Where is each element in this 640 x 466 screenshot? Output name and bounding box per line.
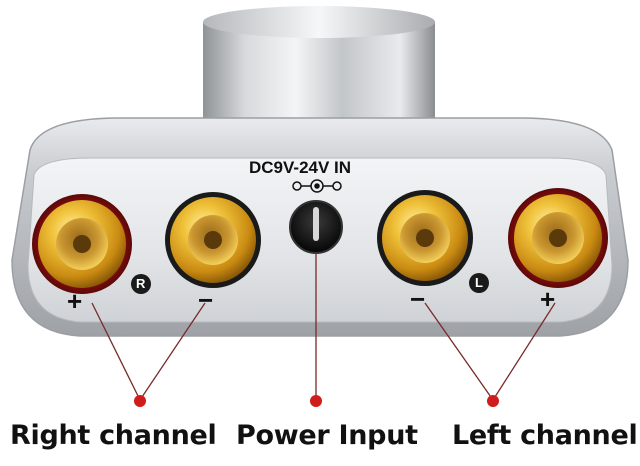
right-marker: R	[136, 276, 146, 291]
right-plus-sign: +	[67, 286, 83, 316]
right-callout-dot	[134, 395, 146, 407]
left-minus-sign: −	[410, 284, 426, 314]
left-minus-terminal[interactable]	[377, 190, 473, 286]
power-spec-label: DC9V-24V IN	[249, 158, 352, 177]
callout-lines	[91, 253, 556, 401]
left-callout-dot	[487, 395, 499, 407]
right-minus-sign: −	[198, 285, 214, 315]
power-input-label: Power Input	[236, 420, 418, 451]
right-channel-label: Right channel	[10, 420, 217, 451]
power-callout-dot	[310, 395, 322, 407]
left-marker-badge	[469, 273, 489, 293]
dc-power-jack[interactable]	[289, 200, 343, 254]
left-channel-label: Left channel	[452, 420, 638, 451]
left-plus-sign: +	[540, 284, 556, 314]
left-marker: L	[475, 275, 483, 290]
right-minus-terminal[interactable]	[165, 192, 261, 288]
dc-polarity-icon	[292, 179, 342, 193]
left-plus-terminal[interactable]	[508, 188, 608, 288]
right-plus-terminal[interactable]	[32, 194, 132, 294]
right-marker-badge	[131, 274, 151, 294]
